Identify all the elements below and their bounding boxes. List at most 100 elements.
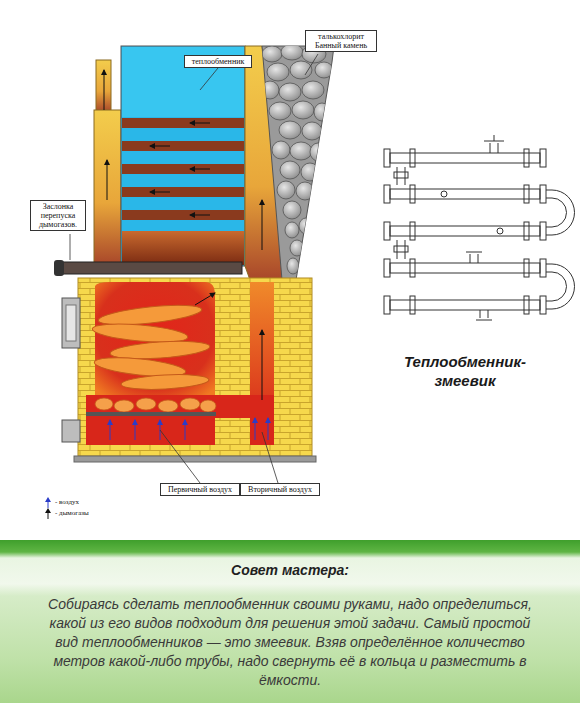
leader-line [160, 430, 200, 483]
air-arrow [135, 420, 136, 440]
air-arrow [185, 420, 186, 440]
label-box: теплообменник [184, 55, 252, 68]
stone [290, 142, 312, 160]
flange [384, 185, 390, 203]
legend-text: - воздух [55, 498, 79, 507]
ember [180, 398, 200, 410]
flow-arrow [150, 192, 170, 193]
stone [290, 240, 304, 256]
figure-caption: Теплообменник-змеевик [395, 352, 535, 390]
ember [158, 400, 178, 412]
ember [136, 398, 156, 410]
label-box: Вторичный воздух [240, 483, 320, 496]
flange [540, 185, 546, 203]
air-arrow [110, 420, 111, 440]
stone [314, 103, 330, 121]
label-box: Заслонка перепуска дымогазов. [30, 200, 86, 231]
flue-tube [122, 187, 244, 197]
legend-text: - дымогазы [55, 509, 89, 518]
flow-arrow [190, 123, 210, 124]
label-box: Первичный воздух [160, 483, 240, 496]
stone-hopper [262, 46, 334, 280]
coil-tube [390, 189, 540, 199]
stone [262, 46, 282, 62]
stone [290, 61, 312, 79]
flange [524, 185, 529, 203]
label-text: Первичный воздух [163, 485, 237, 494]
legend: - воздух - дымогазы [44, 497, 89, 519]
stone [285, 222, 299, 238]
label-text: теплообменник [187, 57, 249, 66]
stone [296, 182, 314, 200]
coil-exchanger [384, 135, 575, 320]
joiner-flange [394, 172, 408, 178]
stone [269, 102, 291, 120]
arrow-head [45, 508, 51, 513]
flange [384, 222, 390, 240]
air-arrow [268, 418, 269, 440]
valve [476, 310, 492, 320]
brick-partition [215, 300, 250, 395]
legend-row: - дымогазы [44, 508, 89, 519]
flange [410, 259, 415, 277]
tank-bottom [122, 231, 244, 265]
flange [410, 296, 415, 314]
label-text: Заслонка перепуска дымогазов. [33, 202, 83, 229]
stone [315, 62, 333, 78]
stone [299, 218, 313, 234]
valve [484, 135, 504, 153]
flow-arrow [190, 169, 210, 170]
flange [540, 259, 546, 277]
leader-lines [70, 54, 318, 483]
flow-arrow [150, 146, 170, 147]
tip-body: Собираясь сделать теплообменник своими р… [42, 595, 538, 690]
flow-arrow [190, 215, 210, 216]
flow-arrow [107, 160, 108, 200]
grate [86, 412, 216, 416]
chimney-pipe [96, 60, 111, 112]
leader-line [305, 54, 318, 75]
stone [277, 181, 295, 199]
stone [279, 83, 301, 101]
ember [200, 400, 216, 412]
tip-band: Совет мастера:Собираясь сделать теплообм… [0, 540, 580, 703]
stone [280, 161, 300, 179]
coil-tube [390, 226, 540, 236]
door-glass [66, 305, 76, 341]
label-box: талькохлорит Банный камень [305, 30, 377, 52]
flange [540, 149, 546, 167]
stone [267, 63, 289, 81]
arrow-head [45, 497, 51, 502]
stone [279, 121, 301, 139]
arrow-shaft [48, 501, 49, 508]
stone [292, 101, 314, 119]
stone [287, 258, 299, 274]
stone [261, 81, 279, 99]
flow-arrow [104, 70, 105, 110]
flue-tube [122, 118, 244, 128]
air-arrow [255, 418, 256, 440]
flue-tubes [122, 118, 244, 220]
flange [524, 222, 529, 240]
flange [410, 222, 415, 240]
legend-arrow [44, 497, 52, 508]
ash-door [62, 420, 80, 442]
sauna-stones [261, 44, 333, 274]
flange [524, 296, 529, 314]
ember [114, 400, 134, 412]
log [121, 373, 210, 392]
air-arrows [110, 418, 268, 440]
ash-pit [86, 395, 274, 445]
stone [281, 44, 303, 60]
u-bend [546, 264, 575, 309]
gas-arrows [195, 200, 262, 400]
flange [524, 149, 529, 167]
brick-partition [215, 418, 250, 445]
u-bend [546, 190, 575, 235]
label-text: талькохлорит Банный камень [308, 32, 374, 50]
flue-tube [122, 210, 244, 220]
flue-tube [122, 164, 244, 174]
label-text: Вторичный воздух [243, 485, 317, 494]
flow-arrow [195, 293, 215, 305]
fire-door [62, 298, 80, 348]
